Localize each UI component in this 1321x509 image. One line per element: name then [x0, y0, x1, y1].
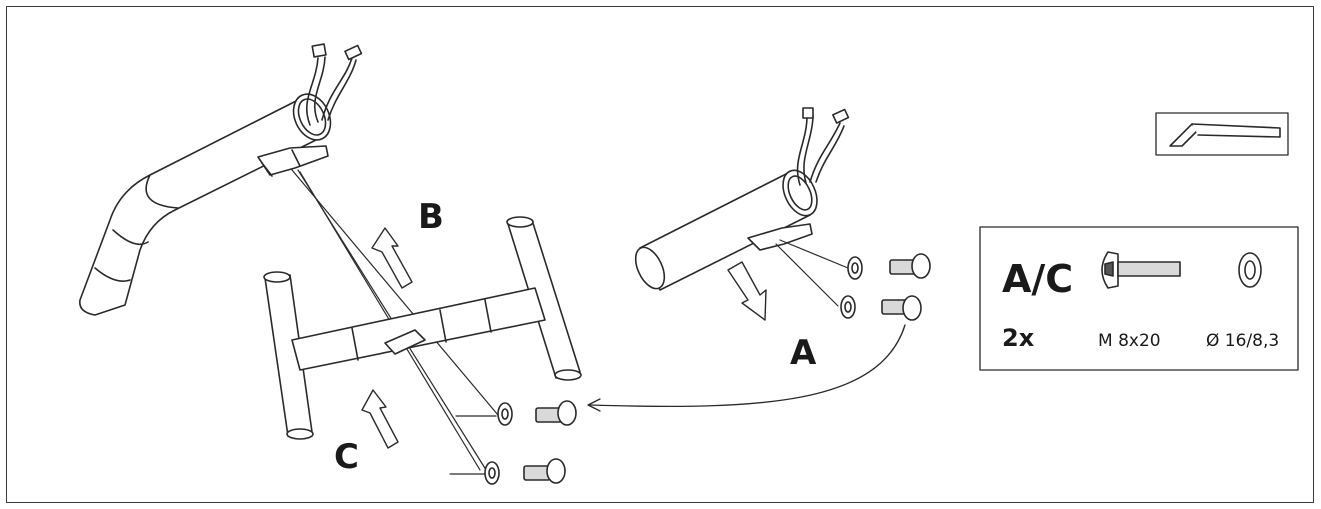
allen-key-icon	[1155, 112, 1289, 156]
bolts-b-c	[449, 400, 577, 485]
label-b: B	[418, 197, 444, 237]
diagram-frame	[6, 6, 1314, 503]
arrow-c	[361, 389, 399, 449]
parts-heading: A/C	[1002, 257, 1073, 301]
bolt-icon	[1101, 251, 1181, 289]
parts-box	[979, 226, 1299, 371]
label-a: A	[790, 333, 817, 373]
upper-tube	[78, 43, 363, 316]
cross-bar	[263, 216, 582, 440]
label-c: C	[334, 437, 359, 477]
arrow-a	[727, 261, 767, 321]
transfer-arrow	[589, 324, 906, 408]
washer-spec: Ø 16/8,3	[1206, 331, 1279, 351]
washer-icon	[1238, 252, 1262, 288]
bolts-a	[840, 253, 931, 321]
bolt-spec: M 8x20	[1098, 331, 1161, 351]
parts-quantity: 2x	[1002, 324, 1035, 352]
arrow-b	[371, 227, 413, 289]
short-tube-a	[634, 107, 850, 321]
